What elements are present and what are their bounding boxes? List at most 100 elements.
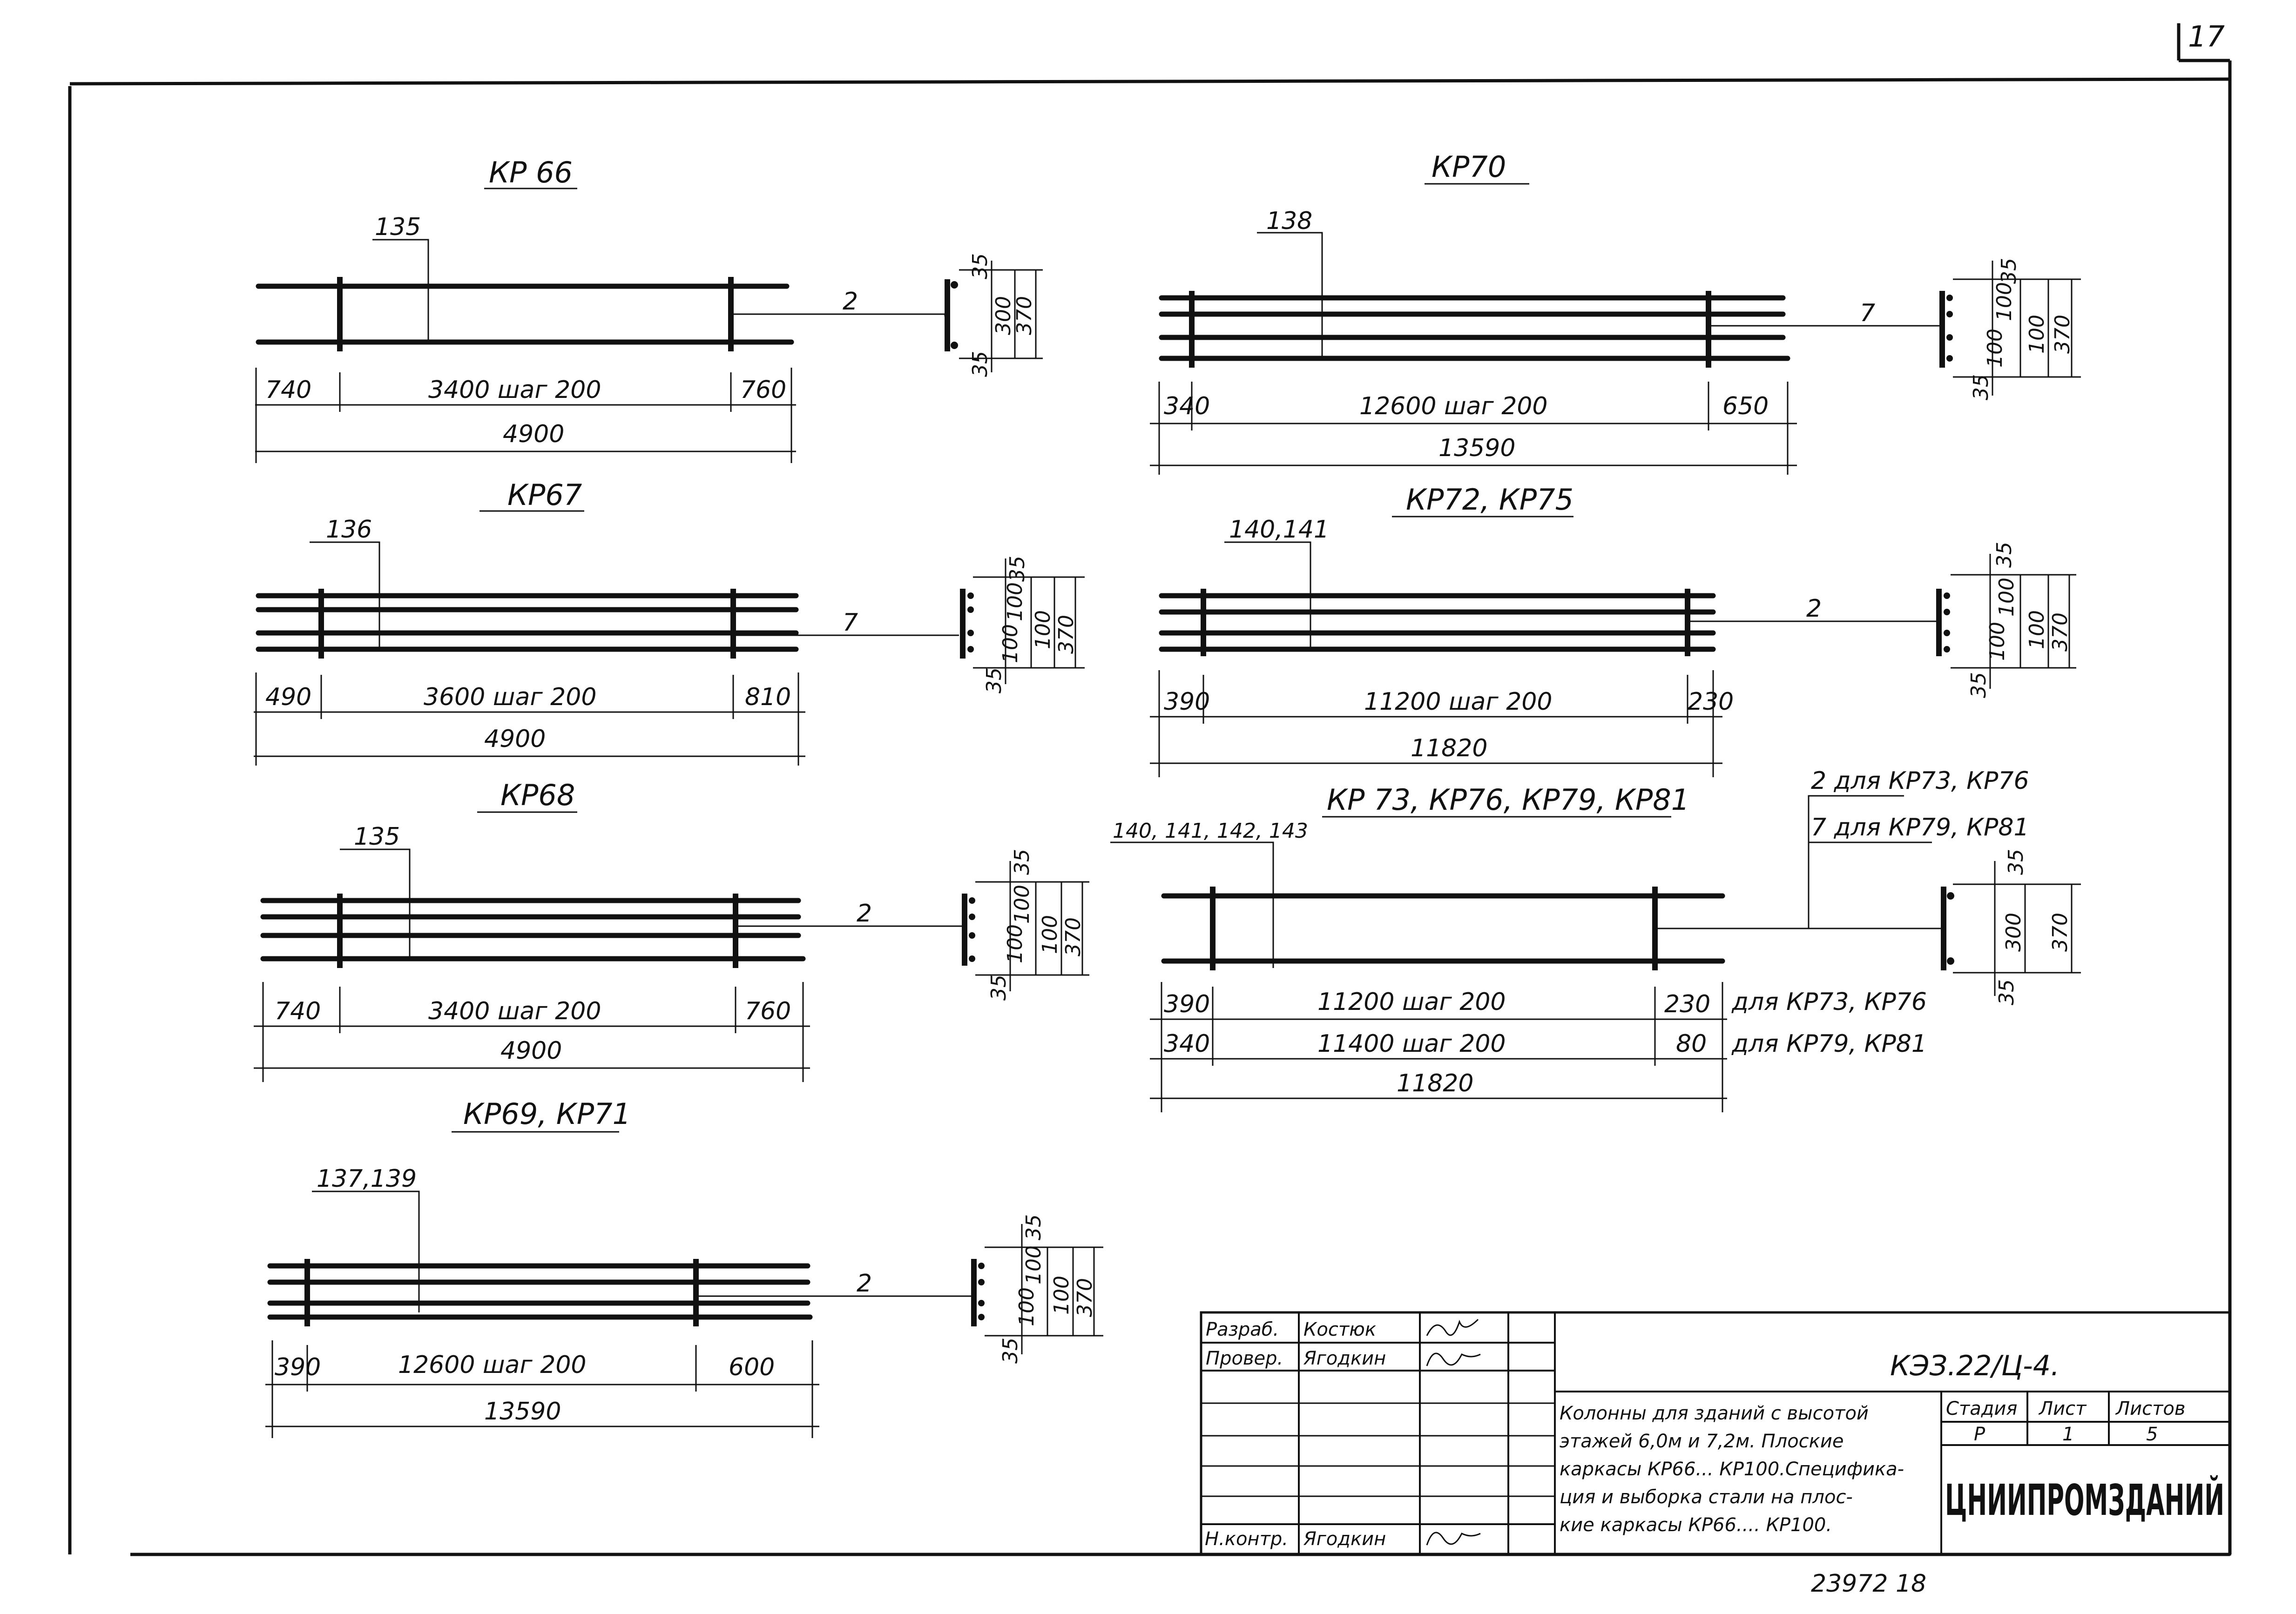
right-dim: 760	[745, 997, 791, 1025]
position-label: 140,141	[1229, 516, 1329, 544]
section-dim: 100	[2025, 315, 2049, 354]
row1-left-dim: 390	[1164, 990, 1210, 1018]
bar-label: 2	[857, 1270, 872, 1298]
bar-label: 2	[857, 900, 872, 928]
row1-right-dim: 230	[1664, 990, 1710, 1018]
section-dim: 100	[999, 624, 1022, 663]
frame-title: КР68	[500, 778, 575, 812]
section-dim: 35	[1006, 556, 1029, 582]
section-dim: 100	[1983, 329, 2007, 368]
frame-title: КР 73, КР76, КР79, КР81	[1327, 783, 1689, 817]
position-label: 135	[354, 823, 400, 851]
section-dim: 35	[982, 667, 1006, 693]
left-dim: 740	[275, 997, 321, 1025]
right-dim: 600	[729, 1353, 775, 1381]
frame-kr67: КР67 136 7 35 100 100 35 100	[254, 478, 1085, 766]
position-label: 138	[1266, 207, 1312, 235]
bar-label: 7	[843, 609, 858, 637]
section-dim: 300	[2002, 913, 2026, 952]
mid-dim: 3400 шаг 200	[428, 376, 601, 404]
mid-dim: 3600 шаг 200	[424, 683, 596, 711]
title-block: Разраб. Провер. Н.контр. Костюк Ягодкин …	[1200, 1311, 2231, 1556]
description-line: этажей 6,0м и 7,2м. Плоские	[1560, 1431, 1844, 1452]
description-line: Колонны для зданий с высотой	[1560, 1403, 1869, 1424]
value-sheets: 5	[2146, 1424, 2158, 1445]
cross-section: 35 300 35 370	[945, 253, 1043, 377]
description-line: кие каркасы КР66.... КР100.	[1560, 1514, 1832, 1536]
bottom-note: 23972 18	[1811, 1570, 1926, 1598]
section-dim: 35	[987, 975, 1011, 1001]
section-dim: 35	[1992, 542, 2016, 568]
section-dim: 300	[992, 296, 1015, 335]
section-dim: 100	[1050, 1276, 1074, 1315]
frame-kr73-kr81: КР 73, КР76, КР79, КР81 140, 141, 142, 1…	[1110, 767, 2081, 1112]
name-developer: Костюк	[1303, 1319, 1376, 1340]
section-dim: 370	[1054, 615, 1078, 654]
position-label: 140, 141, 142, 143	[1113, 819, 1308, 843]
left-dim: 490	[265, 683, 311, 711]
left-dim: 390	[1164, 688, 1210, 716]
section-dim: 35	[2004, 849, 2028, 875]
section-dim: 100	[1985, 622, 2009, 661]
bar-label: 2	[1806, 595, 1822, 623]
row2-left-dim: 340	[1164, 1030, 1210, 1058]
section-dim: 100	[1010, 885, 1034, 924]
position-label: 136	[326, 516, 372, 544]
section-dim: 370	[1013, 296, 1036, 335]
header-stage: Стадия	[1946, 1398, 2017, 1419]
section-dim: 35	[1995, 979, 2019, 1005]
section-dim: 100	[1015, 1287, 1039, 1326]
cross-section: 35 300 35 370	[1941, 849, 2081, 1005]
bar-label-b: 7 для КР79, КР81	[1811, 814, 2029, 841]
total-dim: 4900	[484, 725, 546, 753]
total-dim: 13590	[1438, 434, 1515, 462]
section-dim: 370	[2048, 612, 2072, 652]
organization-name: ЦНИИПРОМЗДАНИЙ	[1945, 1475, 2224, 1525]
section-dim: 370	[1073, 1278, 1097, 1317]
role-checker: Провер.	[1206, 1348, 1283, 1369]
section-dim: 100	[2025, 610, 2049, 649]
frame-kr69-kr71: КР69, КР71 137,139 2 35 100 100 35	[265, 1097, 1103, 1438]
frame-kr70: КР70 138 7 35 100 100 35 100	[1150, 150, 2081, 475]
value-stage: Р	[1974, 1424, 1985, 1445]
signature-developer	[1426, 1318, 1479, 1336]
frame-kr66: КР 66 135 2 35 300 35 370	[255, 155, 1043, 463]
total-dim: 11820	[1411, 734, 1487, 762]
total-dim: 13590	[484, 1398, 561, 1426]
section-dim: 370	[2051, 315, 2074, 354]
bar-label-a: 2 для КР73, КР76	[1811, 767, 2029, 795]
role-developer: Разраб.	[1206, 1319, 1279, 1340]
name-checker: Ягодкин	[1303, 1348, 1386, 1369]
cross-section: 35 100 100 35 100 370	[960, 556, 1085, 693]
row2-mid-dim: 11400 шаг 200	[1317, 1030, 1506, 1058]
bar-label: 7	[1860, 299, 1875, 327]
left-dim: 740	[265, 376, 311, 404]
frame-kr72-kr75: КР72, КР75 140,141 2 35 100 100 35	[1150, 483, 2076, 777]
section-dim: 35	[968, 351, 992, 377]
row1-note: для КР73, КР76	[1731, 988, 1927, 1016]
section-dim: 100	[1022, 1245, 1046, 1284]
frame-title: КР67	[507, 478, 582, 512]
cross-section: 35 100 100 35 100 370	[1939, 258, 2081, 400]
right-dim: 810	[745, 683, 791, 711]
section-dim: 35	[1969, 374, 1993, 400]
total-dim: 4900	[500, 1037, 562, 1065]
position-label: 135	[375, 213, 421, 241]
signature-norm-control	[1426, 1532, 1481, 1546]
mid-dim: 3400 шаг 200	[428, 997, 601, 1025]
row2-note: для КР79, КР81	[1731, 1030, 1927, 1058]
section-dim: 100	[1995, 578, 2019, 617]
total-dim: 4900	[503, 420, 564, 448]
mid-dim: 11200 шаг 200	[1364, 688, 1553, 716]
mid-dim: 12600 шаг 200	[398, 1351, 587, 1379]
left-dim: 340	[1164, 392, 1210, 420]
frame-title: КР69, КР71	[463, 1097, 631, 1131]
page-number: 17	[2188, 20, 2225, 54]
total-dim: 11820	[1397, 1069, 1473, 1097]
section-dim: 35	[1997, 258, 2021, 284]
position-label: 137,139	[317, 1165, 417, 1193]
description-line: ция и выборка стали на плос-	[1560, 1486, 1853, 1508]
header-sheet: Лист	[2038, 1398, 2087, 1419]
bar-label: 2	[843, 288, 858, 316]
